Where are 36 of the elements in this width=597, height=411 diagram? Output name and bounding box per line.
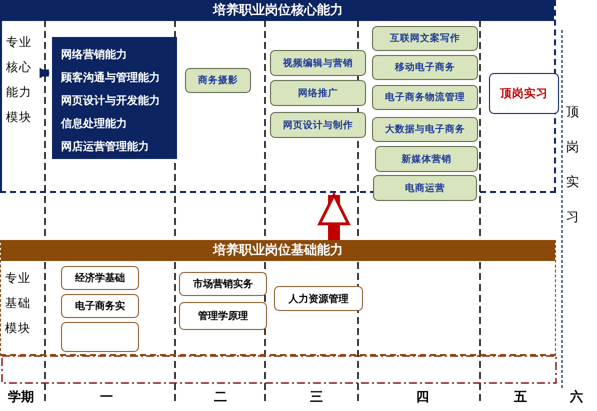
course-box: 互联网文案写作 <box>372 26 478 51</box>
ability-item: 网页设计与开发能力 <box>61 93 161 109</box>
course-box: 经济学基础 <box>61 266 139 290</box>
course-box: 电商运营 <box>373 175 477 201</box>
course-box: 视频编辑与营销 <box>270 50 366 76</box>
course-box: 大数据与电子商务 <box>372 117 478 142</box>
course-box: 管理学原理 <box>179 302 267 330</box>
term-number: 二 <box>214 389 227 406</box>
ability-list-box <box>52 37 177 159</box>
term-label: 学期 <box>8 389 34 406</box>
course-box: 人力资源管理 <box>274 286 363 311</box>
internship-box: 顶岗实习 <box>489 73 559 114</box>
arrow <box>40 68 50 78</box>
band-heading: 培养职业岗位基础能力 <box>1 240 555 261</box>
term-number: 五 <box>514 389 527 406</box>
block-arrow <box>318 194 350 240</box>
course-box: 新媒体营销 <box>375 146 478 172</box>
course-box: 网页设计与制作 <box>270 112 366 138</box>
term-number: 三 <box>310 389 323 406</box>
blank-box <box>61 322 139 352</box>
course-box: 电子商务实 <box>61 294 139 318</box>
ability-item: 信息处理能力 <box>61 116 128 132</box>
module-label: 专业核心能力模块 <box>6 30 42 142</box>
course-box: 移动电子商务 <box>372 55 478 80</box>
ability-item: 网络营销能力 <box>61 47 128 63</box>
term-number: 六 <box>570 388 583 406</box>
ability-item: 网店运营管理能力 <box>61 139 150 155</box>
term-number: 四 <box>416 389 429 406</box>
course-box: 网络推广 <box>270 80 366 106</box>
term-number: 一 <box>100 389 113 406</box>
course-box: 商务摄影 <box>185 68 251 93</box>
course-box: 电子商务物流管理 <box>372 85 478 110</box>
band-heading: 培养职业岗位核心能力 <box>2 0 554 21</box>
ability-item: 顾客沟通与管理能力 <box>61 70 161 86</box>
course-box: 市场营销实务 <box>179 272 267 296</box>
vertical-caption: 顶岗实习 <box>566 104 580 227</box>
